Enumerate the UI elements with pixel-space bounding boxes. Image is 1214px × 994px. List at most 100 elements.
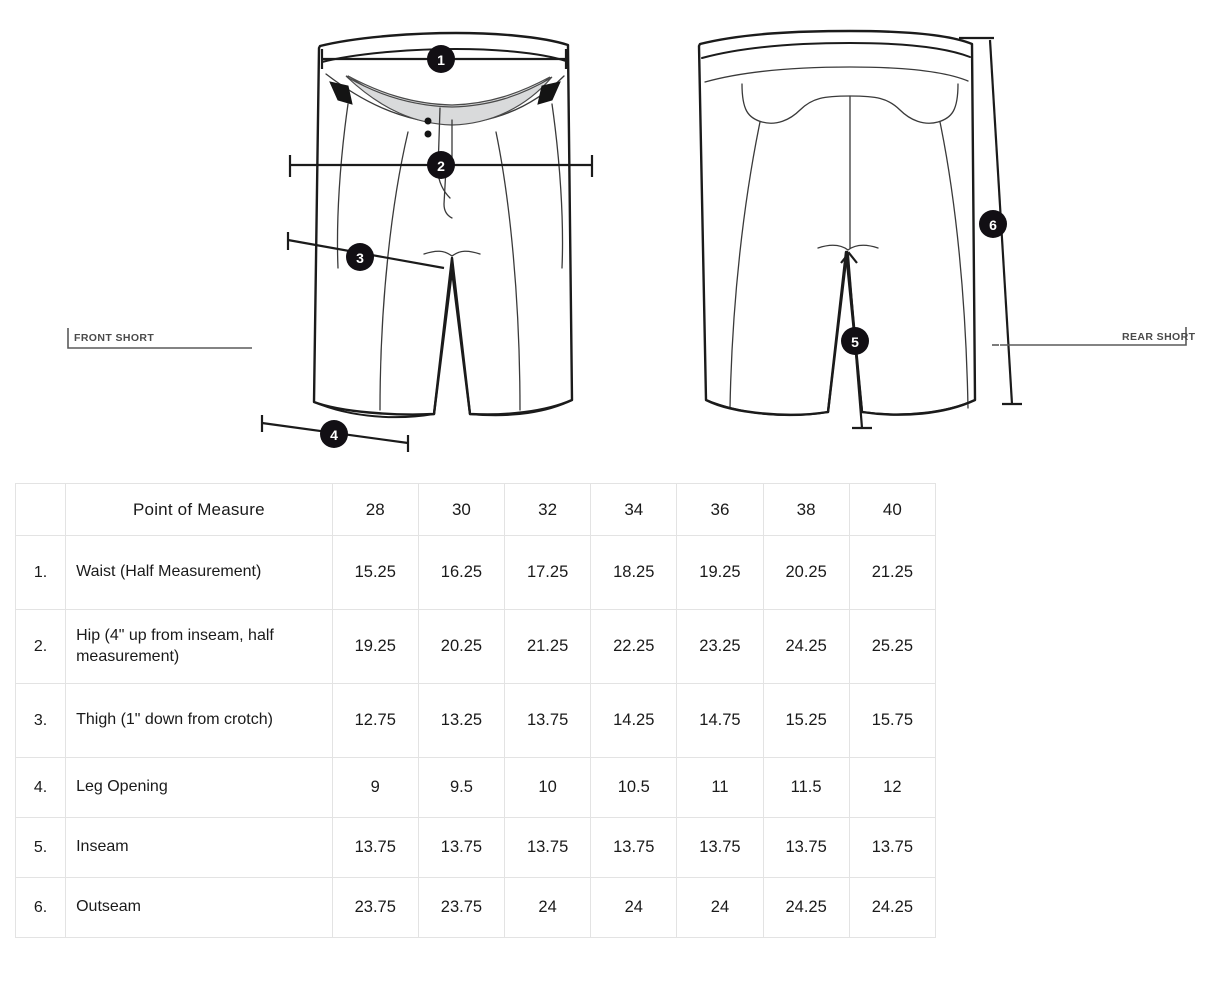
table-row: 1. Waist (Half Measurement) 15.25 16.25 … — [14, 535, 937, 610]
cell-size-38: 24.25 — [762, 877, 850, 938]
cell-size-36: 14.75 — [676, 683, 764, 758]
front-waistband-line — [321, 48, 567, 63]
row-index: 1. — [14, 535, 67, 610]
rear-right-side-seam — [939, 121, 969, 409]
row-index: 5. — [14, 817, 67, 878]
cell-size-38: 24.25 — [762, 609, 850, 684]
rear-left-side-seam — [729, 121, 761, 409]
marker-label-2: 2 — [437, 158, 445, 174]
cell-size-34: 22.25 — [590, 609, 678, 684]
rear-left-hem — [705, 399, 829, 417]
rear-short-label: REAR SHORT — [1122, 331, 1196, 343]
marker-circle-1 — [427, 45, 455, 73]
cell-size-30: 20.25 — [417, 609, 506, 684]
cell-size-28: 9 — [331, 757, 419, 818]
header-size-32: 32 — [504, 483, 592, 536]
front-waist-shading-body — [346, 76, 552, 126]
marker-circle-3 — [346, 243, 374, 271]
cell-size-34: 13.75 — [590, 817, 678, 878]
front-right-inner-seam — [495, 131, 521, 411]
measurement-table: Point of Measure 28 30 32 34 36 38 40 1.… — [14, 483, 937, 938]
cell-size-32: 17.25 — [504, 535, 592, 610]
cell-size-38: 15.25 — [762, 683, 850, 758]
front-snap-button-top — [424, 117, 432, 125]
table-row: 5. Inseam 13.75 13.75 13.75 13.75 13.75 … — [14, 817, 937, 878]
cell-size-40: 25.25 — [848, 609, 937, 684]
cell-size-32: 21.25 — [504, 609, 592, 684]
marker-circle-6 — [979, 210, 1007, 238]
cell-size-32: 13.75 — [504, 817, 592, 878]
front-short-label: FRONT SHORT — [74, 332, 154, 344]
cell-size-28: 19.25 — [331, 609, 419, 684]
table-header-row: Point of Measure 28 30 32 34 36 38 40 — [14, 483, 937, 536]
marker-label-5: 5 — [851, 334, 859, 350]
marker-5: 5 — [841, 327, 869, 355]
row-index: 4. — [14, 757, 67, 818]
marker-label-1: 1 — [437, 52, 445, 68]
front-snap-button-bottom — [424, 130, 432, 138]
row-point-of-measure: Outseam — [65, 877, 333, 938]
table-body: 1. Waist (Half Measurement) 15.25 16.25 … — [14, 535, 937, 938]
marker-3: 3 — [346, 243, 374, 271]
table-row: 4. Leg Opening 9 9.5 10 10.5 11 11.5 12 — [14, 757, 937, 818]
front-right-hem — [469, 399, 573, 417]
cell-size-38: 13.75 — [762, 817, 850, 878]
front-left-hem — [313, 401, 435, 419]
measurement-table-container: Point of Measure 28 30 32 34 36 38 40 1.… — [14, 483, 937, 938]
row-index: 2. — [14, 609, 67, 684]
cell-size-36: 11 — [676, 757, 764, 818]
front-short-illustration — [312, 31, 574, 419]
row-point-of-measure: Inseam — [65, 817, 333, 878]
rear-waistband-bottom — [704, 66, 969, 83]
cell-size-40: 12 — [848, 757, 937, 818]
cell-size-34: 10.5 — [590, 757, 678, 818]
cell-size-40: 13.75 — [848, 817, 937, 878]
rear-crotch-detail — [817, 244, 879, 251]
front-crotch-detail — [423, 250, 481, 257]
cell-size-32: 10 — [504, 757, 592, 818]
rear-short-body-outline — [697, 29, 977, 416]
cell-size-34: 14.25 — [590, 683, 678, 758]
front-short-label-group: FRONT SHORT — [67, 328, 252, 349]
rear-short-label-group: REAR SHORT — [992, 327, 1196, 346]
cell-size-30: 13.75 — [417, 817, 506, 878]
front-left-pocket-seam — [336, 103, 349, 269]
rear-short-illustration — [697, 29, 977, 417]
marker-label-3: 3 — [356, 250, 364, 266]
front-left-inner-seam — [379, 131, 409, 411]
cell-size-40: 21.25 — [848, 535, 937, 610]
header-size-40: 40 — [848, 483, 937, 536]
table-row: 6. Outseam 23.75 23.75 24 24 24 24.25 24… — [14, 877, 937, 938]
header-size-38: 38 — [762, 483, 850, 536]
table-row: 2. Hip (4" up from inseam, half measurem… — [14, 609, 937, 684]
marker-4: 4 — [320, 420, 348, 448]
cell-size-36: 19.25 — [676, 535, 764, 610]
row-point-of-measure: Thigh (1" down from crotch) — [65, 683, 333, 758]
row-index: 3. — [14, 683, 67, 758]
header-size-34: 34 — [590, 483, 678, 536]
cell-size-34: 24 — [590, 877, 678, 938]
marker-label-4: 4 — [330, 427, 338, 443]
cell-size-32: 13.75 — [504, 683, 592, 758]
header-size-30: 30 — [417, 483, 506, 536]
cell-size-28: 12.75 — [331, 683, 419, 758]
table-header: Point of Measure 28 30 32 34 36 38 40 — [14, 483, 937, 536]
front-right-pocket-seam — [551, 103, 564, 269]
header-index — [14, 483, 67, 536]
cell-size-30: 9.5 — [417, 757, 506, 818]
rear-right-hem — [861, 399, 976, 416]
cell-size-40: 24.25 — [848, 877, 937, 938]
marker-label-6: 6 — [989, 217, 997, 233]
table-row: 3. Thigh (1" down from crotch) 12.75 13.… — [14, 683, 937, 758]
cell-size-36: 24 — [676, 877, 764, 938]
cell-size-28: 13.75 — [331, 817, 419, 878]
rear-waistband-top — [701, 42, 971, 59]
cell-size-28: 23.75 — [331, 877, 419, 938]
marker-1: 1 — [427, 45, 455, 73]
front-crotch-v — [432, 256, 472, 416]
header-size-28: 28 — [331, 483, 419, 536]
marker-6: 6 — [979, 210, 1007, 238]
marker-circle-4 — [320, 420, 348, 448]
cell-size-38: 11.5 — [762, 757, 850, 818]
cell-size-30: 13.25 — [417, 683, 506, 758]
